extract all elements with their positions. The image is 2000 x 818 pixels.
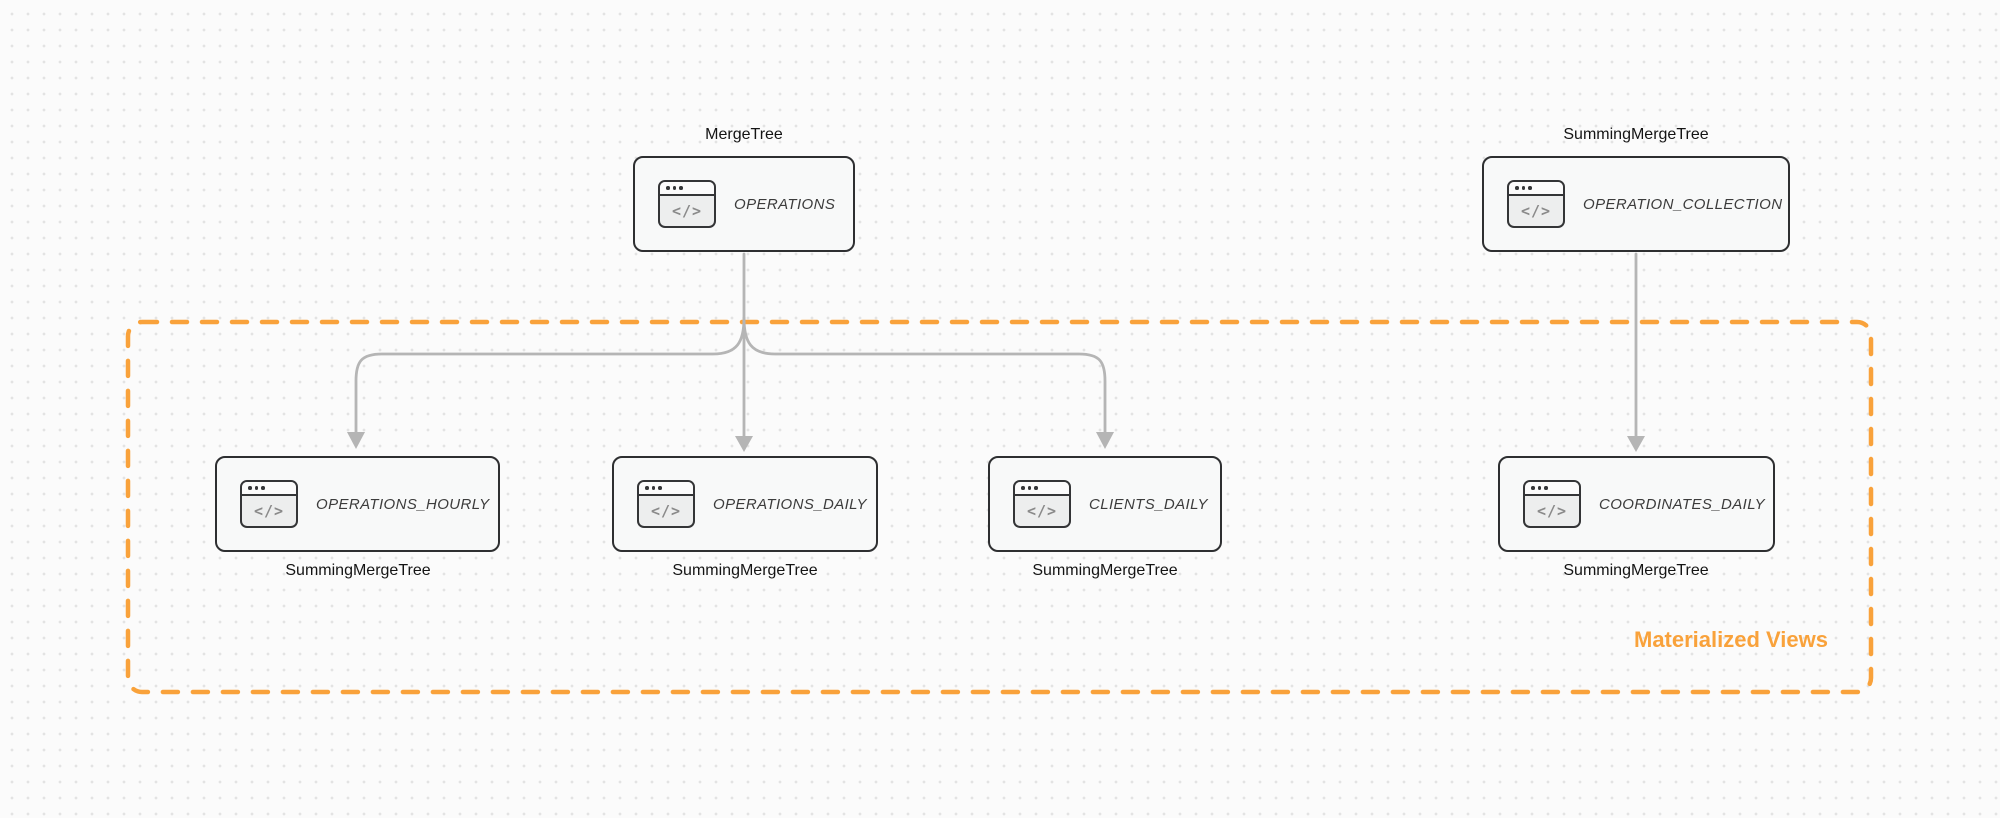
code-glyph: </> bbox=[650, 502, 682, 520]
table-name: CLIENTS_DAILY bbox=[1089, 495, 1208, 513]
engine-label-operations-hourly: SummingMergeTree bbox=[285, 562, 431, 579]
engine-label-operations-daily: SummingMergeTree bbox=[672, 562, 818, 579]
window-dots-icon bbox=[242, 482, 296, 496]
table-name: OPERATIONS_DAILY bbox=[713, 495, 867, 513]
window-dots-icon bbox=[1015, 482, 1069, 496]
arrow-operations-to-operations-hourly bbox=[347, 316, 746, 449]
engine-label-clients-daily: SummingMergeTree bbox=[1032, 562, 1178, 579]
code-window-icon: </> bbox=[1013, 480, 1071, 528]
table-node-operations-hourly[interactable]: </> OPERATIONS_HOURLY bbox=[215, 456, 500, 552]
engine-label-operations: MergeTree bbox=[705, 126, 783, 143]
materialized-views-group-label: Materialized Views bbox=[1633, 627, 1829, 652]
code-window-icon: </> bbox=[1507, 180, 1565, 228]
code-glyph: </> bbox=[1026, 502, 1058, 520]
code-glyph: </> bbox=[253, 502, 285, 520]
code-glyph: </> bbox=[1520, 202, 1552, 220]
code-window-icon: </> bbox=[1523, 480, 1581, 528]
window-dots-icon bbox=[1509, 182, 1563, 196]
window-dots-icon bbox=[660, 182, 714, 196]
table-node-coordinates-daily[interactable]: </> COORDINATES_DAILY bbox=[1498, 456, 1775, 552]
arrow-operations-to-operations-daily bbox=[735, 252, 753, 452]
window-dots-icon bbox=[639, 482, 693, 496]
window-dots-icon bbox=[1525, 482, 1579, 496]
table-name: OPERATIONS_HOURLY bbox=[316, 495, 490, 513]
arrow-operation-collection-to-coordinates-daily bbox=[1627, 252, 1645, 452]
code-window-icon: </> bbox=[658, 180, 716, 228]
table-name: OPERATION_COLLECTION bbox=[1583, 195, 1783, 213]
table-node-clients-daily[interactable]: </> CLIENTS_DAILY bbox=[988, 456, 1222, 552]
code-glyph: </> bbox=[671, 202, 703, 220]
arrow-operations-to-clients-daily bbox=[742, 316, 1114, 449]
code-window-icon: </> bbox=[240, 480, 298, 528]
table-name: COORDINATES_DAILY bbox=[1599, 495, 1766, 513]
table-name: OPERATIONS bbox=[734, 195, 836, 213]
table-node-operations[interactable]: </> OPERATIONS bbox=[633, 156, 855, 252]
code-window-icon: </> bbox=[637, 480, 695, 528]
engine-label-operation-collection: SummingMergeTree bbox=[1563, 126, 1709, 143]
engine-label-coordinates-daily: SummingMergeTree bbox=[1563, 562, 1709, 579]
code-glyph: </> bbox=[1536, 502, 1568, 520]
table-node-operations-daily[interactable]: </> OPERATIONS_DAILY bbox=[612, 456, 878, 552]
table-node-operation-collection[interactable]: </> OPERATION_COLLECTION bbox=[1482, 156, 1790, 252]
